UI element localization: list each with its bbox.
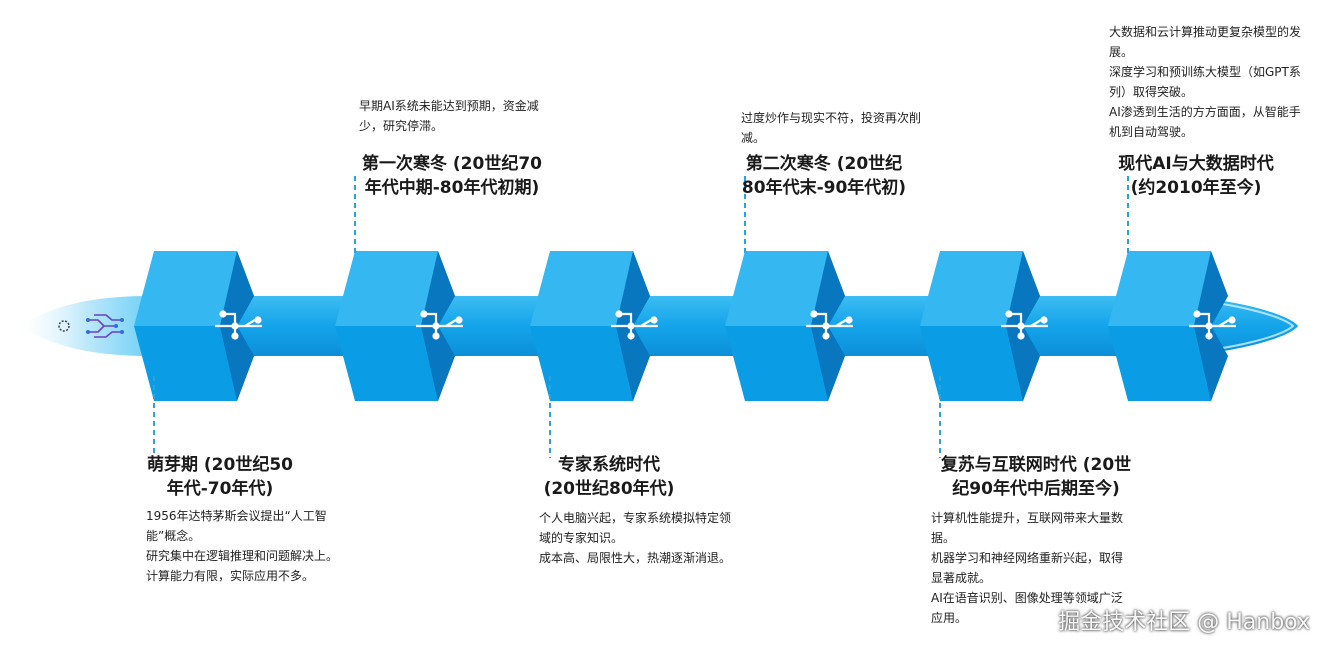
circuit-node-icon — [416, 310, 463, 340]
circuit-node-icon — [611, 310, 658, 340]
milestone-desc-2: 早期AI系统未能达到预期，资金减少，研究停滞。 — [359, 96, 559, 136]
block-top — [335, 251, 438, 326]
block-bottom — [530, 326, 633, 401]
block-bottom — [920, 326, 1023, 401]
start-circuit-icon — [58, 314, 124, 338]
milestone-3-line-2: 成本高、局限性大，热潮逐渐消退。 — [539, 551, 732, 565]
milestone-desc-4: 过度炒作与现实不符，投资再次削减。 — [741, 108, 941, 148]
milestone-title-3: 专家系统时代 (20世纪80年代) — [543, 455, 675, 499]
milestone-5-line-2: 机器学习和神经网络重新兴起，取得显著成就。 — [931, 551, 1124, 585]
block-top — [530, 251, 633, 326]
milestone-4-line-1: 过度炒作与现实不符，投资再次削减。 — [741, 111, 922, 145]
arrow-tail — [20, 296, 150, 356]
block-top — [725, 251, 828, 326]
connector-lines — [153, 176, 1129, 458]
circuit-node-icon — [215, 310, 262, 340]
circuit-node-icon — [806, 310, 853, 340]
milestone-6-line-1: 大数据和云计算推动更复杂模型的发展。 — [1109, 25, 1302, 59]
circuit-node-icon — [1001, 310, 1048, 340]
milestone-desc-6: 大数据和云计算推动更复杂模型的发展。 深度学习和预训练大模型（如GPT系列）取得… — [1109, 22, 1309, 142]
milestone-title-4: 第二次寒冬 (20世纪80年代末-90年代初) — [741, 154, 907, 198]
milestone-title-5: 复苏与互联网时代 (20世纪90年代中后期至今) — [940, 455, 1132, 499]
milestone-1-line-2: 研究集中在逻辑推理和问题解决上。 — [146, 549, 339, 563]
block-top — [920, 251, 1023, 326]
milestone-desc-5: 计算机性能提升，互联网带来大量数据。 机器学习和神经网络重新兴起，取得显著成就。… — [931, 508, 1131, 628]
block-bottom — [335, 326, 438, 401]
block-top — [1108, 251, 1211, 326]
milestone-6-line-2: 深度学习和预训练大模型（如GPT系列）取得突破。 — [1109, 65, 1301, 99]
milestone-title-2: 第一次寒冬 (20世纪70年代中期-80年代初期) — [361, 154, 542, 198]
milestone-1-line-3: 计算能力有限，实际应用不多。 — [146, 569, 315, 583]
milestone-1-line-1: 1956年达特茅斯会议提出“人工智能”概念。 — [146, 509, 327, 543]
block-top — [134, 251, 237, 326]
arrow-head-highlight — [1179, 298, 1295, 354]
watermark: 掘金技术社区 @ Hanbox — [1058, 610, 1310, 635]
milestone-5-line-1: 计算机性能提升，互联网带来大量数据。 — [931, 511, 1124, 545]
milestone-6-line-3: AI渗透到生活的方方面面，从智能手机到自动驾驶。 — [1109, 105, 1301, 139]
circuit-node-icon — [1189, 310, 1236, 340]
milestone-desc-1: 1956年达特茅斯会议提出“人工智能”概念。 研究集中在逻辑推理和问题解决上。 … — [146, 506, 342, 586]
milestone-title-1: 萌芽期 (20世纪50年代-70年代) — [146, 455, 293, 499]
start-dot-icon — [58, 320, 70, 332]
block-bottom — [725, 326, 828, 401]
milestone-3-line-1: 个人电脑兴起，专家系统模拟特定领域的专家知识。 — [539, 511, 732, 545]
block-bottom — [1108, 326, 1211, 401]
milestone-5-line-3: AI在语音识别、图像处理等领域广泛应用。 — [931, 591, 1123, 625]
milestone-title-6: 现代AI与大数据时代 (约2010年至今) — [1118, 154, 1274, 198]
block-bottom — [134, 326, 237, 401]
milestone-desc-3: 个人电脑兴起，专家系统模拟特定领域的专家知识。 成本高、局限性大，热潮逐渐消退。 — [539, 508, 739, 568]
milestone-blocks — [134, 251, 1236, 401]
milestone-2-line-1: 早期AI系统未能达到预期，资金减少，研究停滞。 — [359, 99, 539, 133]
